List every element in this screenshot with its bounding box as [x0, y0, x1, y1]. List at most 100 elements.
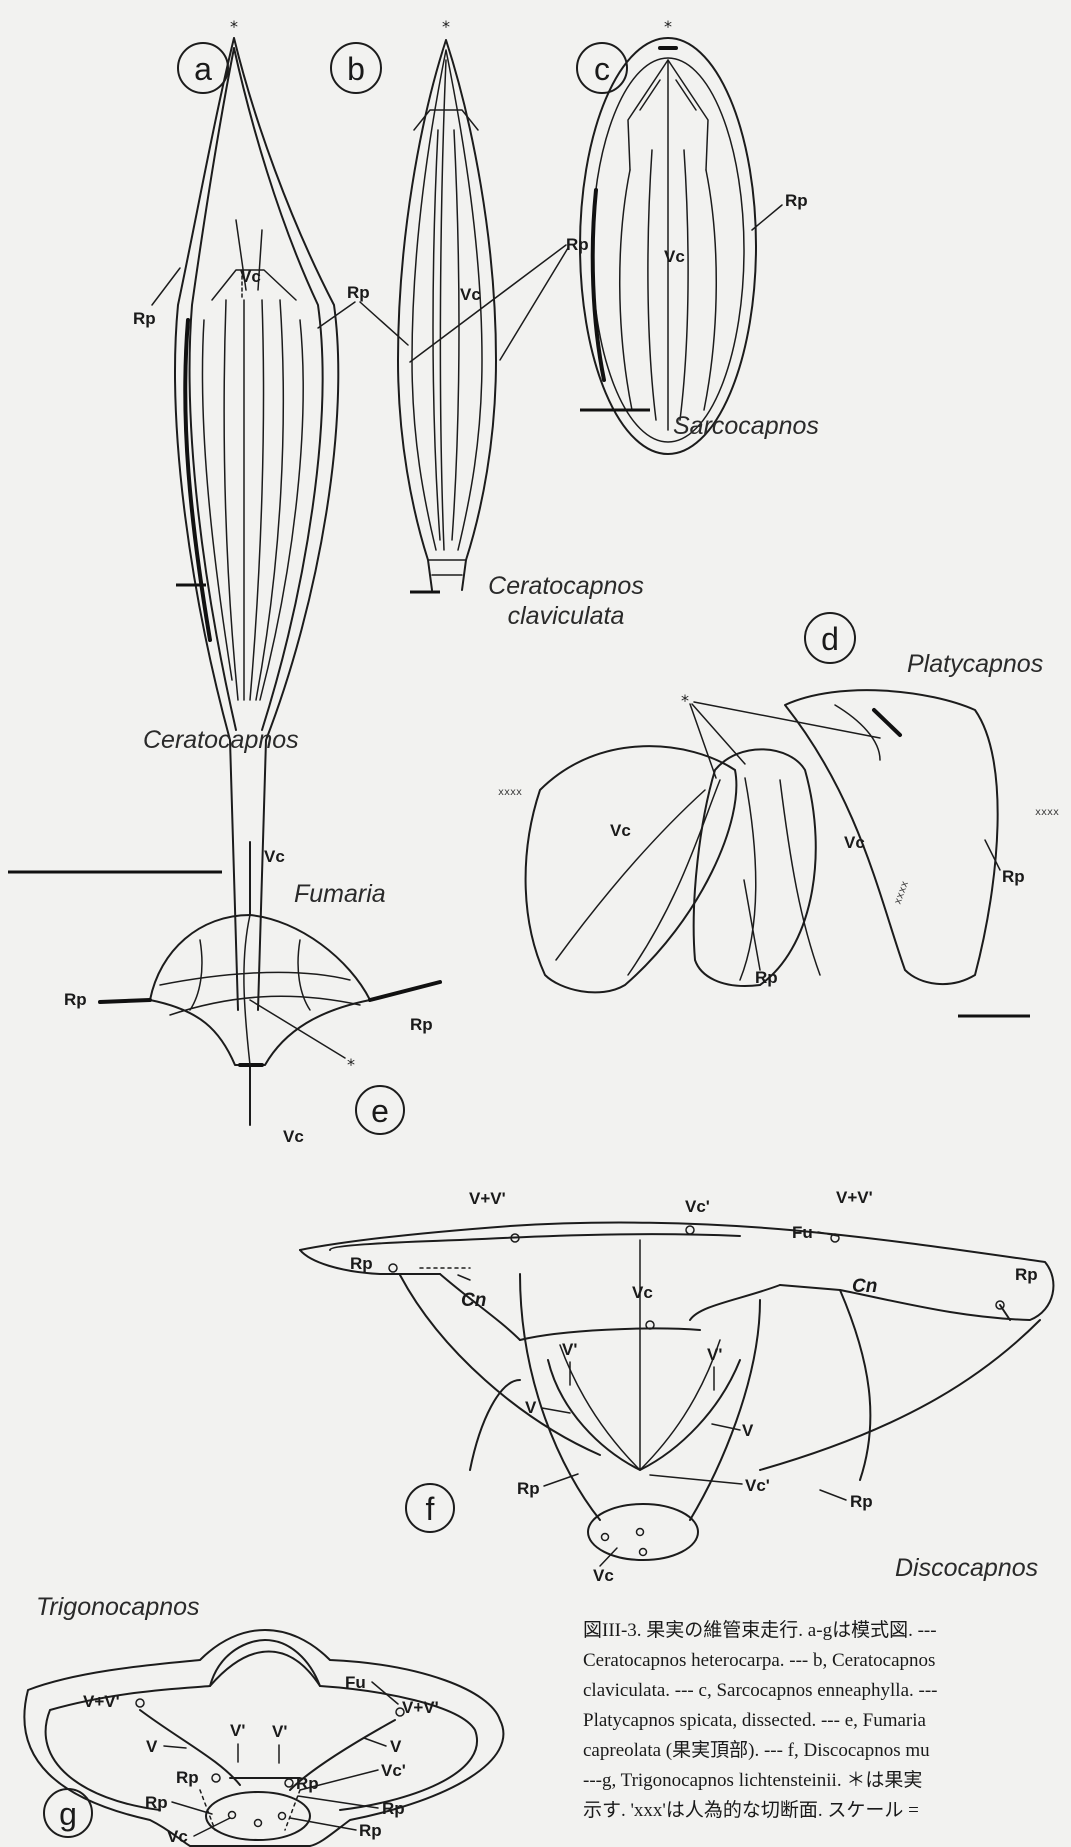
panel-g-label-vc: Vc — [167, 1827, 188, 1846]
panel-g-fruit-outline — [24, 1630, 503, 1846]
panel-f-label-vc-bottom: Vc — [593, 1566, 614, 1585]
panel-c-rp-leader — [752, 205, 782, 230]
panel-c-apex-marker: * — [664, 17, 672, 36]
panel-b-apex-marker: * — [442, 17, 450, 36]
panel-g-label-rp-outer-left: Rp — [145, 1793, 168, 1812]
panel-f-label-cn-left: Cn — [461, 1290, 486, 1311]
panel-a-label-rp-left: Rp — [133, 309, 156, 328]
panel-e-fruit-outline — [100, 842, 440, 1125]
panel-g-label-v-left: V — [146, 1737, 158, 1756]
panel-g-letter: g — [59, 1796, 77, 1832]
panel-d-label-vc-right: Vc — [844, 833, 865, 852]
panel-d-letter: d — [821, 621, 839, 657]
panel-a-label-vc: Vc — [240, 267, 261, 286]
panel-f-label-vc-middle: Vc — [632, 1283, 653, 1302]
panel-a-rp-leader-2 — [360, 302, 408, 345]
panel-g: Trigonocapnos V+V' V+V' Fu V' V' V V — [24, 1593, 503, 1846]
panel-e-letter: e — [371, 1093, 389, 1129]
panel-d-cut-right: xxxx — [1035, 807, 1059, 818]
panel-g-label-rp-bottom: Rp — [359, 1821, 382, 1840]
panel-e-marker-leader — [250, 1000, 345, 1058]
panel-g-rp-outer-right-arrow — [298, 1796, 378, 1808]
panel-e-marker: * — [347, 1055, 355, 1074]
panel-a-label-rp-right: Rp — [347, 283, 370, 302]
panel-f-label-vpv-right: V+V' — [836, 1188, 873, 1207]
panel-g-label-v-prime-left: V' — [230, 1721, 245, 1740]
panel-d-marker: * — [681, 691, 689, 710]
panel-c-genus: Sarcocapnos — [673, 412, 819, 440]
panel-g-genus: Trigonocapnos — [36, 1593, 200, 1621]
panel-d-genus: Platycapnos — [907, 650, 1043, 678]
caption-line: Platycapnos spicata, dissected. --- e, F… — [583, 1706, 1071, 1736]
panel-f-label-rp-bottom-right: Rp — [850, 1492, 873, 1511]
panel-d-cut-left: xxxx — [498, 787, 522, 798]
panel-g-v-right-arrow — [364, 1738, 386, 1746]
caption-line: claviculata. --- c, Sarcocapnos enneaphy… — [583, 1676, 1071, 1706]
panel-f-label-vc-prime-top: Vc' — [685, 1197, 710, 1216]
panel-d: d Platycapnos * xxxx xxxx xxxx Vc Vc Rp … — [498, 613, 1059, 1016]
panel-g-label-rp-inner-left: Rp — [176, 1768, 199, 1787]
panel-f-label-rp-bottom-left: Rp — [517, 1479, 540, 1498]
panel-f-cn-left-leader — [458, 1275, 470, 1280]
panel-g-label-vpv-right: V+V' — [402, 1698, 439, 1717]
panel-d-label-vc-left: Vc — [610, 821, 631, 840]
panel-f-label-rp-right: Rp — [1015, 1265, 1038, 1284]
panel-d-rp-bottom-leader — [744, 880, 760, 970]
panel-e-genus: Fumaria — [294, 880, 386, 908]
panel-g-rp-outer-left-arrow — [172, 1802, 212, 1814]
panel-f-label-vc-prime-bottom: Vc' — [745, 1476, 770, 1495]
caption-line: ---g, Trigonocapnos lichtensteinii. ＊は果実 — [583, 1766, 1071, 1796]
panel-f-label-rp-left: Rp — [350, 1254, 373, 1273]
panel-a-rp-left-leader — [152, 268, 180, 305]
panel-g-label-vc-prime: Vc' — [381, 1761, 406, 1780]
panel-g-v-left-arrow — [164, 1746, 186, 1748]
panel-g-label-v-right: V — [390, 1737, 402, 1756]
panel-e-label-vc-top: Vc — [264, 847, 285, 866]
panel-f-fruit-outline — [300, 1223, 1053, 1560]
caption-line: 図III-3. 果実の維管束走行. a-gは模式図. --- — [583, 1616, 1071, 1646]
panel-a-apex-marker: * — [230, 17, 238, 36]
panel-f-label-v-right: V — [742, 1421, 754, 1440]
panel-f-letter: f — [426, 1491, 435, 1527]
caption-line: 示す. 'xxx'は人為的な切断面. スケール = — [583, 1796, 1071, 1826]
panel-d-label-rp-right: Rp — [1002, 867, 1025, 886]
panel-a-fruit-outline — [175, 38, 338, 1010]
panel-f-label-v-prime-right: V' — [707, 1345, 722, 1364]
panel-b-genus-line1: Ceratocapnos — [488, 572, 644, 600]
panel-c-fruit-outline — [580, 38, 756, 454]
panel-e-label-vc-bottom: Vc — [283, 1127, 304, 1146]
panel-f-label-v-left: V — [525, 1398, 537, 1417]
panel-a-letter: a — [194, 51, 212, 87]
panel-e-label-rp-right: Rp — [410, 1015, 433, 1034]
panel-c-letter: c — [594, 51, 610, 87]
panel-b-genus-line2: claviculata — [508, 602, 625, 630]
panel-e: Fumaria Vc Rp Rp * e Vc — [8, 842, 440, 1146]
panel-d-label-rp-bottom: Rp — [755, 968, 778, 987]
panel-f-label-fu: Fu — [792, 1223, 813, 1242]
panel-b-letter: b — [347, 51, 365, 87]
panel-f-v-left-arrow — [542, 1408, 570, 1413]
panel-g-label-vpv-left: V+V' — [83, 1692, 120, 1711]
caption-line: Ceratocapnos heterocarpa. --- b, Ceratoc… — [583, 1646, 1071, 1676]
panel-d-fruit-outline — [526, 690, 998, 992]
panel-c-label-rp: Rp — [785, 191, 808, 210]
panel-g-vc-leader — [194, 1818, 230, 1836]
panel-f-label-cn-right: Cn — [852, 1276, 877, 1297]
panel-g-label-rp-outer-right: Rp — [382, 1799, 405, 1818]
caption-line: capreolata (果実頂部). --- f, Discocapnos mu — [583, 1736, 1071, 1766]
panel-e-label-rp-left: Rp — [64, 990, 87, 1009]
panel-f-label-vpv-left: V+V' — [469, 1189, 506, 1208]
panel-c-label-vc: Vc — [664, 247, 685, 266]
figure-caption: 図III-3. 果実の維管束走行. a-gは模式図. --- Ceratocap… — [583, 1616, 1071, 1826]
panel-d-rp-right-leader — [985, 840, 1000, 870]
panel-g-label-fu: Fu — [345, 1673, 366, 1692]
panel-b-rp-leader-2 — [500, 248, 568, 360]
panel-g-label-v-prime-right: V' — [272, 1722, 287, 1741]
panel-b-label-vc: Vc — [460, 285, 481, 304]
panel-d-cut-middle: xxxx — [892, 880, 911, 906]
panel-c: c * Vc Rp Sarcocapnos — [577, 17, 819, 454]
panel-f: Vc' V+V' V+V' Fu Rp Rp Cn Cn Vc V' V' V … — [300, 1188, 1053, 1585]
panel-f-label-v-prime-left: V' — [562, 1340, 577, 1359]
panel-b-label-rp: Rp — [566, 235, 589, 254]
